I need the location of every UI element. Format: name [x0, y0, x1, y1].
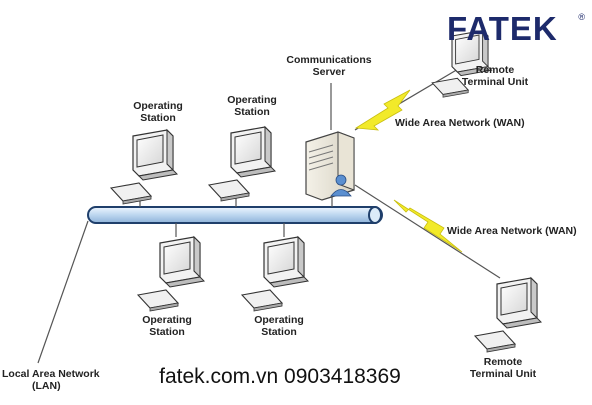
website-text: fatek.com.vn — [159, 365, 279, 388]
lan-label: Local Area Network (LAN) — [2, 368, 100, 392]
communications-server-label: Communications Server — [286, 54, 372, 78]
operating-station-label: Operating Station — [254, 314, 304, 338]
wan-label: Wide Area Network (WAN) — [395, 117, 525, 129]
operating-station-label: Operating Station — [133, 100, 183, 124]
lan-bus — [87, 206, 383, 224]
phone-text: 0903418369 — [284, 365, 401, 388]
remote-terminal-unit-label: Remote Terminal Unit — [469, 356, 537, 380]
lan-leader-line — [37, 220, 89, 364]
contact-footer: fatek.com.vn 0903418369 — [130, 365, 430, 389]
operating-station-label: Operating Station — [142, 314, 192, 338]
lightning-icon — [354, 89, 411, 131]
computer-icon — [474, 277, 542, 353]
user-icon — [330, 174, 352, 197]
wan-label: Wide Area Network (WAN) — [447, 225, 577, 237]
fatek-logo: FATEK ® — [447, 10, 587, 48]
lightning-icon — [393, 199, 463, 253]
logo-registered-mark: ® — [578, 12, 585, 22]
computer-icon — [110, 129, 178, 205]
computer-icon — [208, 126, 276, 202]
computer-icon — [241, 236, 309, 312]
remote-terminal-unit-label: Remote Terminal Unit — [461, 64, 529, 88]
server-icon — [305, 131, 355, 201]
logo-text: FATEK — [447, 10, 558, 47]
computer-icon — [137, 236, 205, 312]
operating-station-label: Operating Station — [227, 94, 277, 118]
